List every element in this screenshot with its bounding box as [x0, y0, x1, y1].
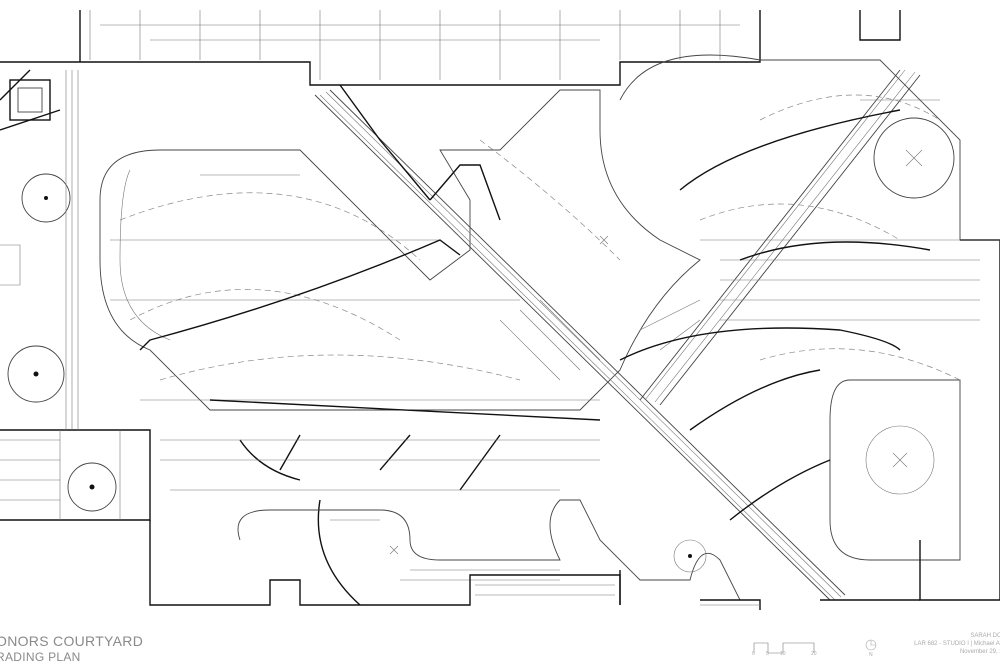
- title-block-credits: SARAH DOR LAR 682 - STUDIO I | Michael A…: [914, 632, 1000, 656]
- date: November 29, 20: [959, 649, 1000, 655]
- north-arrow-icon: [865, 639, 877, 651]
- scale-label: 10: [780, 651, 786, 657]
- top-buildings: [0, 10, 901, 121]
- author: SARAH DOR: [970, 633, 1000, 639]
- right-plazas: [619, 54, 1000, 601]
- diagonal-path-nw-se: [314, 89, 846, 601]
- bottom-features: [149, 235, 920, 610]
- course: LAR 682 - STUDIO I | Michael Ave: [914, 641, 1000, 647]
- diagonal-path-ne-sw: [499, 69, 940, 406]
- scale-label: 0: [752, 651, 755, 657]
- scale-label: 20: [811, 651, 817, 657]
- scale-bar: [753, 642, 815, 654]
- scale-label: 5: [766, 651, 769, 657]
- central-lawn: [99, 89, 701, 411]
- north-label: N: [869, 652, 873, 658]
- project-title: ONORS COURTYARD: [0, 633, 144, 649]
- left-terrace: [0, 70, 151, 521]
- contour-lines: [0, 69, 931, 606]
- sheet-title: RADING PLAN: [0, 650, 81, 664]
